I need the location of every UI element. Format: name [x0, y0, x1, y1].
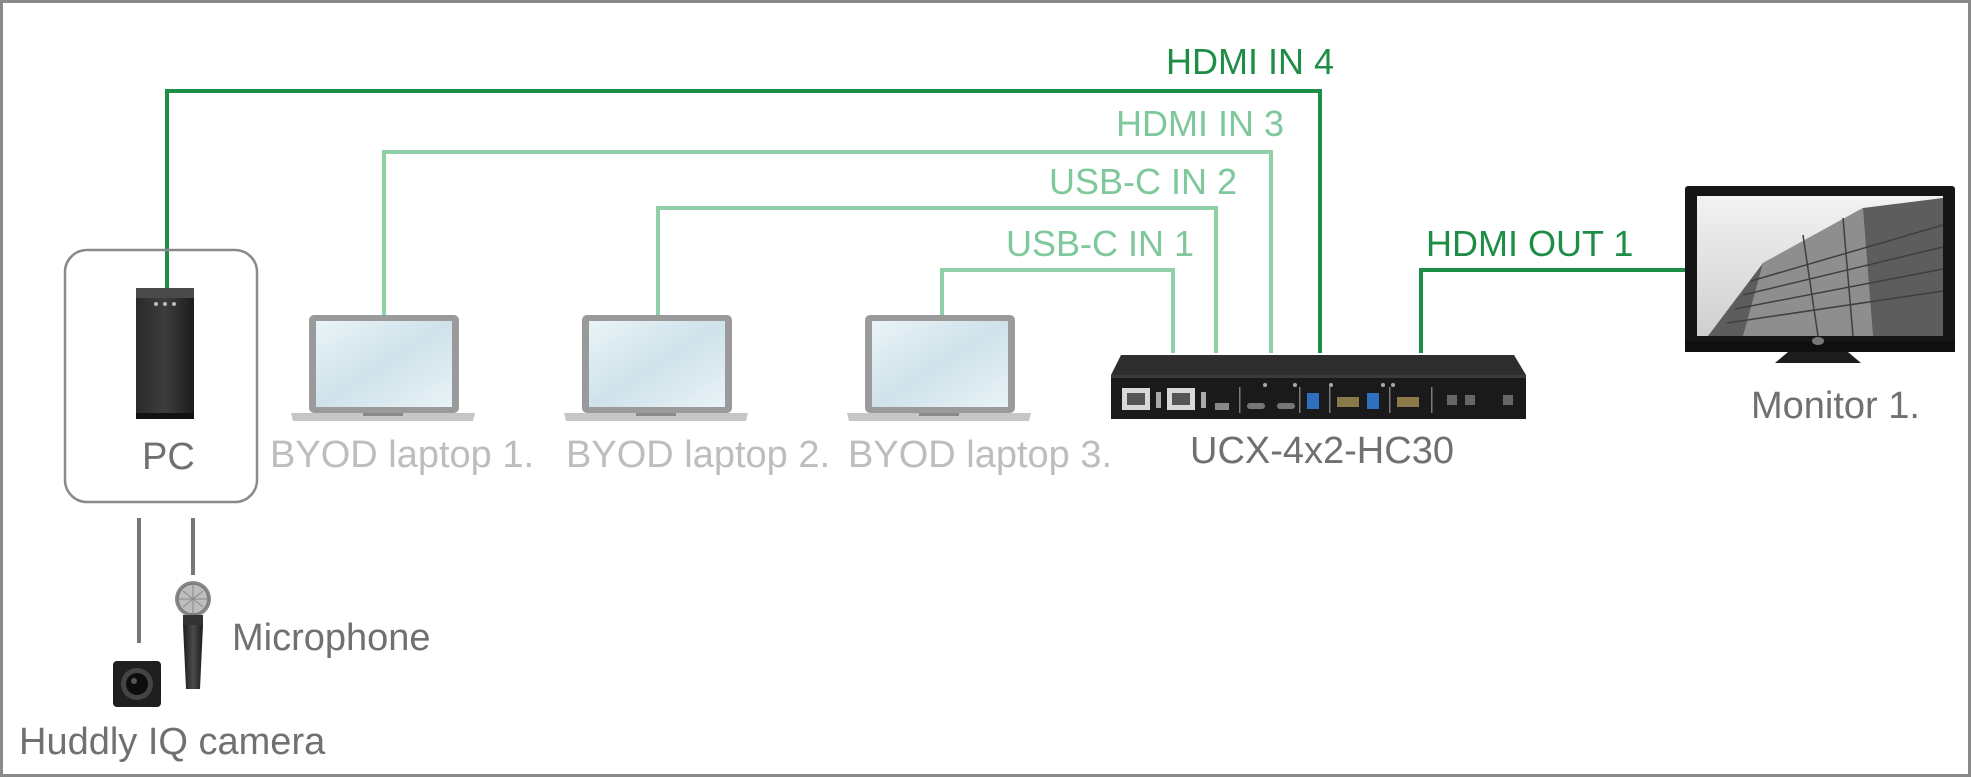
connection-usbc-in-2: [656, 206, 1218, 353]
diagram-graphics: [63, 89, 1955, 707]
label-hdmi-in-4: HDMI IN 4: [1166, 41, 1335, 82]
label-byod-laptop-2: BYOD laptop 2.: [566, 434, 831, 476]
pc-group-box: [63, 248, 259, 504]
connection-hdmi-out-1: [1419, 268, 1685, 353]
label-microphone: Microphone: [232, 617, 431, 659]
camera-icon: [113, 661, 161, 707]
laptop-icon-1: [291, 315, 475, 421]
laptop-icon-2: [564, 315, 748, 421]
switcher-device-icon: [1111, 355, 1526, 419]
label-hdmi-in-3: HDMI IN 3: [1116, 103, 1285, 144]
microphone-icon: [175, 581, 211, 689]
label-pc: PC: [142, 436, 195, 478]
label-usbc-in-1: USB-C IN 1: [1006, 223, 1195, 264]
label-byod-laptop-1: BYOD laptop 1.: [270, 434, 535, 476]
label-usbc-in-2: USB-C IN 2: [1049, 161, 1238, 202]
connection-hdmi-in-3: [382, 150, 1273, 353]
label-monitor: Monitor 1.: [1751, 385, 1920, 427]
label-hdmi-out-1: HDMI OUT 1: [1426, 223, 1634, 264]
label-camera: Huddly IQ camera: [19, 721, 326, 763]
monitor-icon: [1685, 186, 1955, 363]
connection-hdmi-in-4: [165, 89, 1322, 353]
label-byod-laptop-3: BYOD laptop 3.: [848, 434, 1113, 476]
pc-tower-icon: [136, 288, 194, 419]
connection-usbc-in-1: [940, 268, 1175, 353]
label-switcher: UCX-4x2-HC30: [1190, 430, 1454, 472]
laptop-icon-3: [847, 315, 1031, 421]
